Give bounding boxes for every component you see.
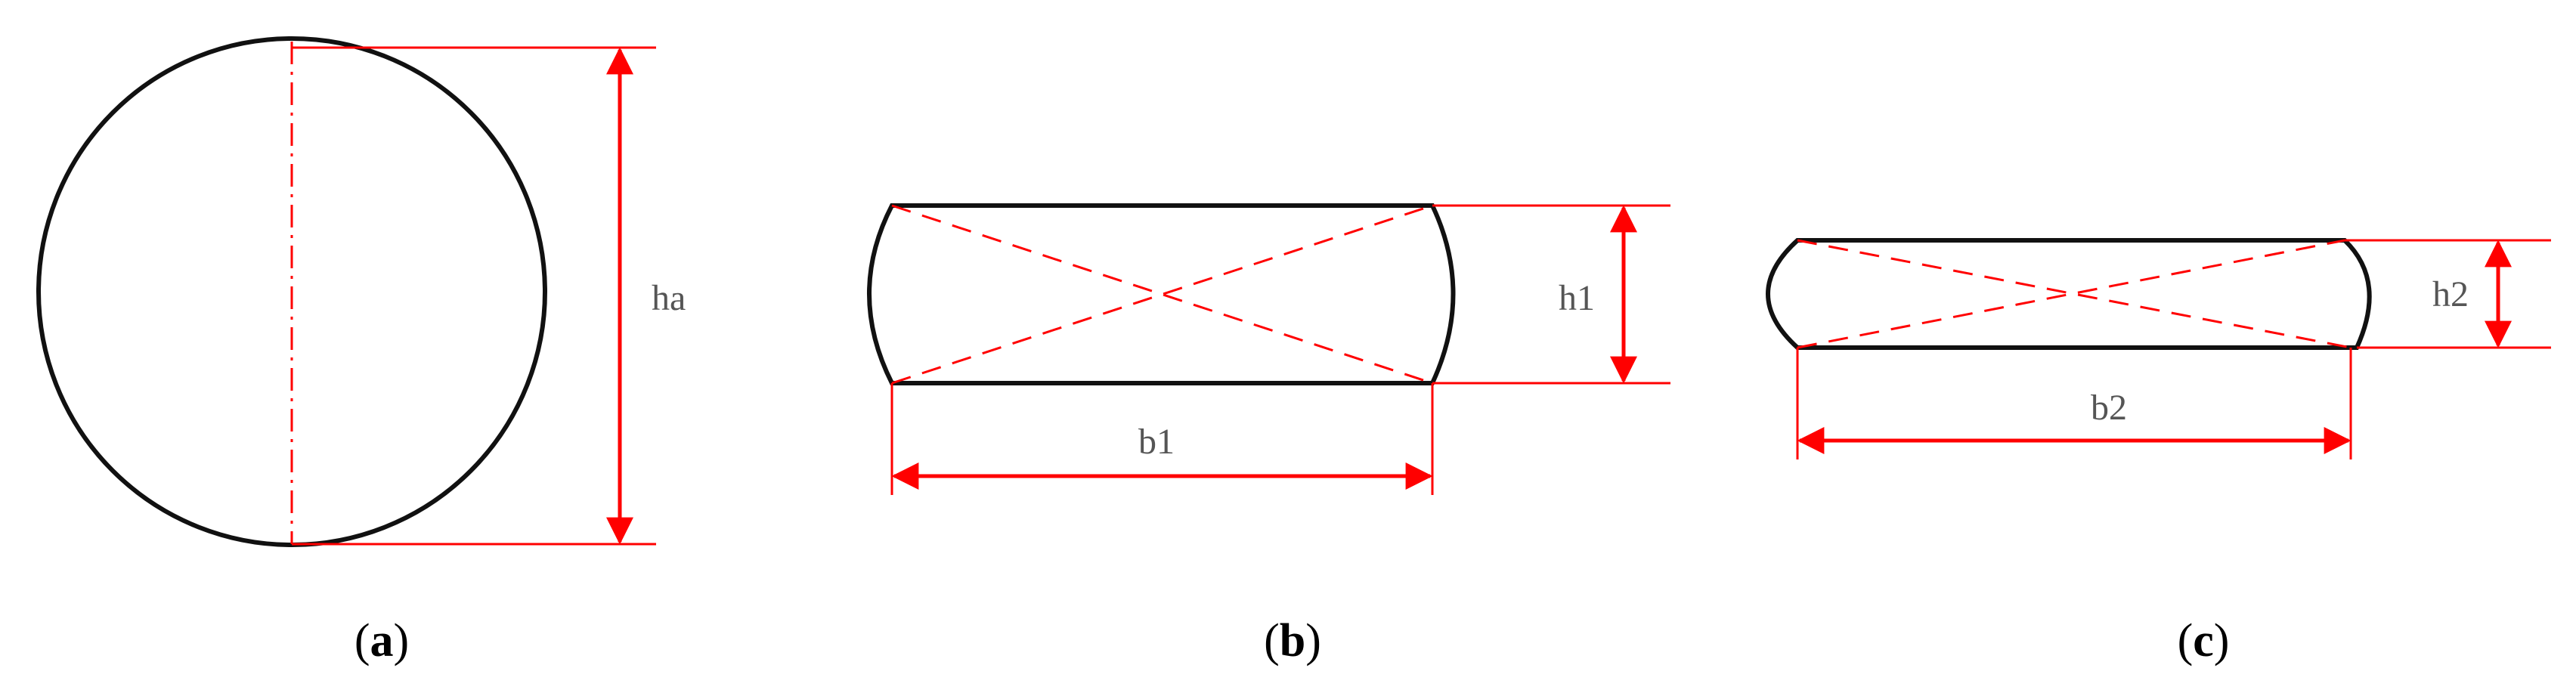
caption-b: (b) [1264, 615, 1321, 667]
flattened-shape-c [1766, 238, 2372, 350]
dim-label-ha: ha [652, 278, 686, 318]
diagonal-2 [1797, 239, 2345, 349]
dim-label-b2: b2 [2091, 388, 2127, 428]
dim-label-h1: h1 [1559, 278, 1595, 318]
flattened-shape-b [867, 203, 1456, 385]
dim-label-h2: h2 [2432, 274, 2469, 314]
dim-label-b1: b1 [1138, 422, 1175, 462]
panel-c: h2 b2 (c) [1766, 238, 2551, 667]
panel-a: ha (a) [36, 36, 686, 667]
caption-a: (a) [355, 615, 409, 667]
panel-b: h1 b1 (b) [867, 203, 1670, 667]
caption-c: (c) [2178, 615, 2230, 667]
